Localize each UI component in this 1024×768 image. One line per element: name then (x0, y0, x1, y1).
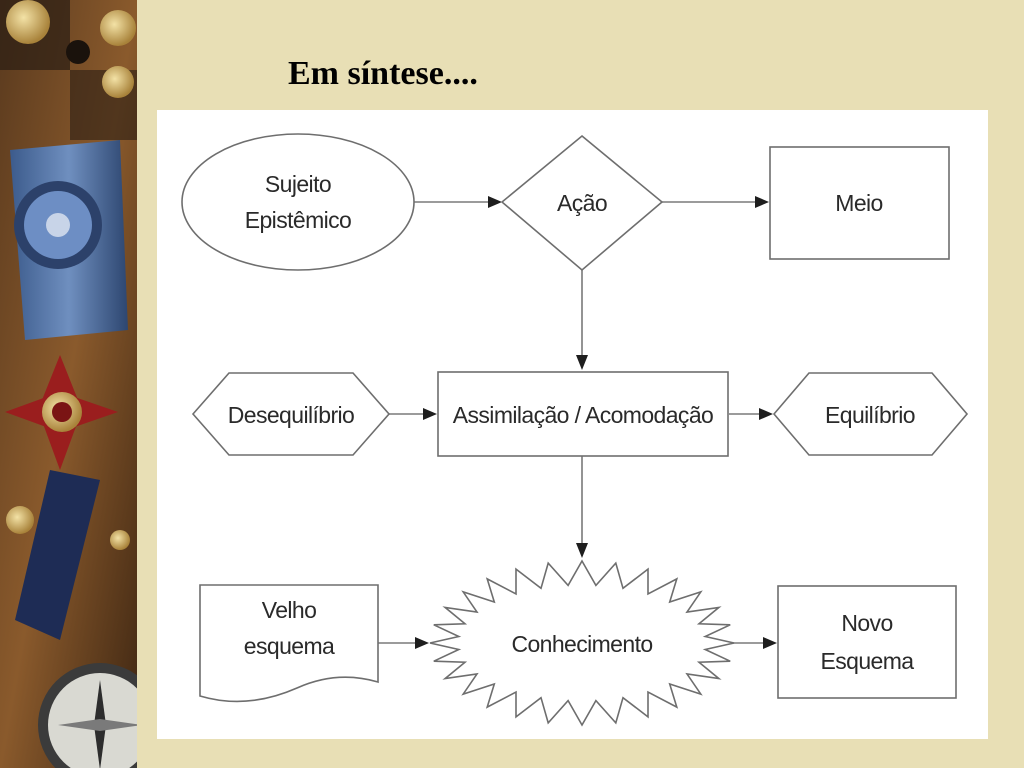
node-desequilibrio: Desequilíbrio (193, 373, 389, 455)
node-novo-esquema: Novo Esquema (778, 586, 956, 698)
button-icon (6, 0, 50, 44)
node-sujeito-epistemico: Sujeito Epistêmico (182, 134, 414, 270)
medal-icon (14, 181, 102, 269)
node-acao: Ação (502, 136, 662, 270)
node-label-line: Conhecimento (511, 631, 652, 657)
node-label-line: Velho (262, 597, 317, 623)
node-label-line: Assimilação / Acomodação (453, 402, 713, 428)
node-label-line: Esquema (821, 648, 915, 674)
node-conhecimento: Conhecimento (430, 561, 734, 725)
edge-desequilibrio-assimilacao (389, 408, 437, 420)
side-art-svg (0, 0, 137, 768)
diagram-panel: Sujeito Epistêmico Ação Meio Desequilíbr… (157, 110, 988, 739)
node-label-line: esquema (244, 633, 335, 659)
edge-acao-assimilacao (576, 270, 588, 370)
node-label-line: Novo (841, 610, 892, 636)
decorative-side-image (0, 0, 137, 768)
node-label-line: Meio (835, 190, 882, 216)
edge-sujeito-acao (414, 196, 502, 208)
node-assimilacao-acomodacao: Assimilação / Acomodação (438, 372, 728, 456)
node-label-line: Ação (557, 190, 607, 216)
edge-velho-conhecimento (378, 637, 429, 649)
node-label-line: Desequilíbrio (228, 402, 354, 428)
node-label-line: Sujeito (265, 171, 331, 197)
node-label-line: Epistêmico (245, 207, 352, 233)
node-velho-esquema: Velho esquema (200, 585, 378, 701)
edge-acao-meio (662, 196, 769, 208)
edge-assimilacao-equilibrio (729, 408, 773, 420)
node-meio: Meio (770, 147, 949, 259)
flow-diagram: Sujeito Epistêmico Ação Meio Desequilíbr… (157, 110, 988, 739)
edge-conhecimento-novo (733, 637, 777, 649)
edge-assimilacao-conhecimento (576, 456, 588, 558)
slide-title: Em síntese.... (288, 52, 478, 96)
node-label-line: Equilíbrio (825, 402, 915, 428)
node-equilibrio: Equilíbrio (774, 373, 967, 455)
